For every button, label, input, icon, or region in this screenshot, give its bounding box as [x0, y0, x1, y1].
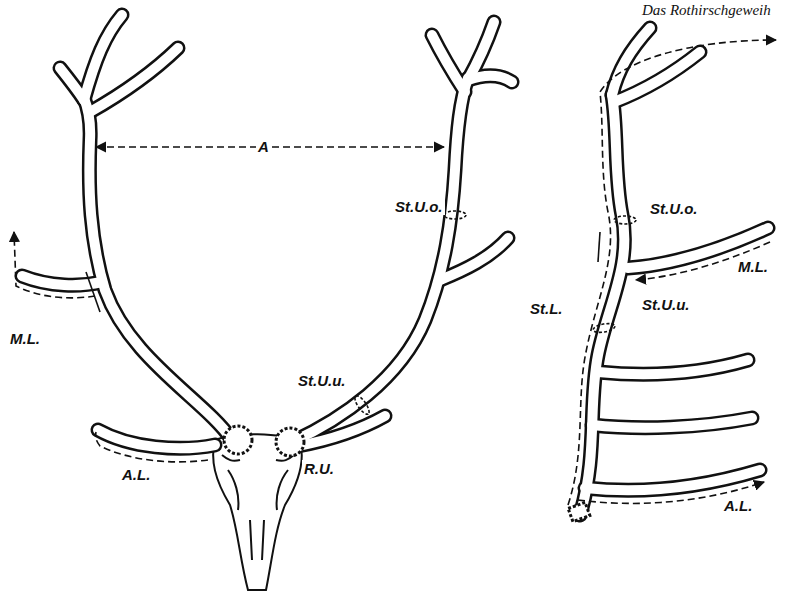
measurement-label: A.L.: [722, 497, 754, 514]
measurement-label: St.U.o.: [648, 200, 700, 217]
measurement-label: A: [256, 138, 271, 155]
measurement-label: St.U.u.: [640, 296, 692, 313]
measurement-label: A.L.: [120, 466, 152, 483]
measurement-label: M.L.: [8, 330, 42, 347]
measurement-label: M.L.: [736, 258, 770, 275]
measurement-label: R.U.: [302, 460, 336, 477]
measurement-label: St.U.o.: [393, 198, 445, 215]
running-header: Das Rothirschgeweih: [640, 2, 773, 19]
measurement-label: St.U.u.: [296, 372, 348, 389]
measurement-label: St.L.: [528, 300, 565, 317]
